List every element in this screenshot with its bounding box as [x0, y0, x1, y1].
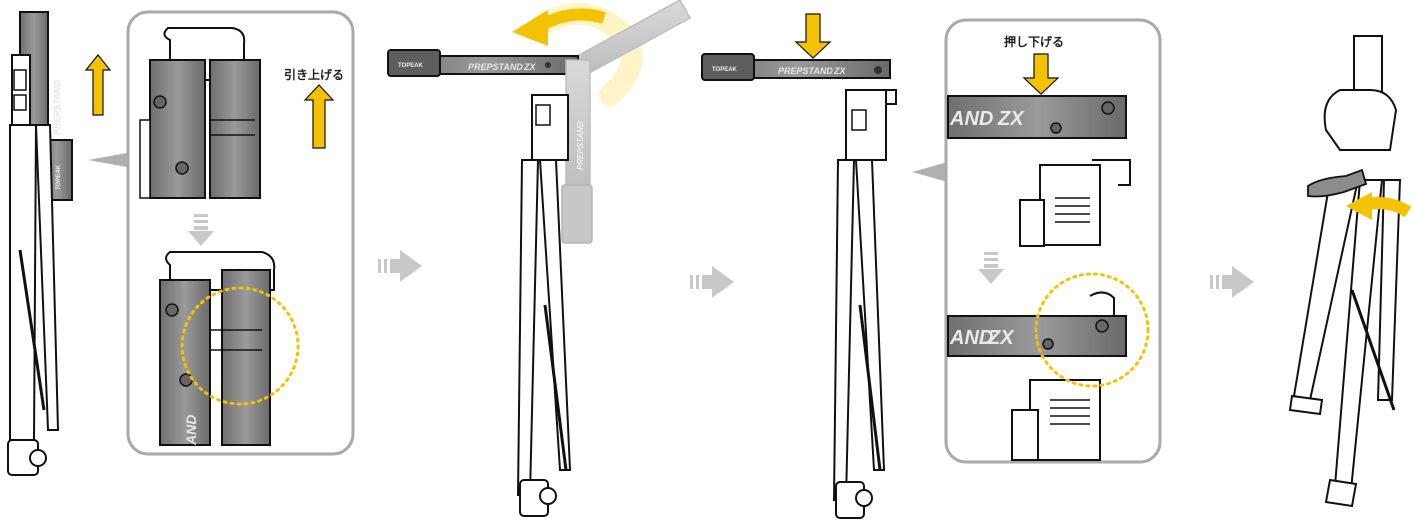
callout-pointer [88, 152, 132, 168]
step2-model-bold: PREPSTAND [468, 62, 523, 72]
closeup-model-text: AND [183, 415, 199, 446]
double-arrow-right-icon [378, 250, 422, 282]
closeup-before [139, 27, 261, 199]
double-arrow-right-icon [1210, 266, 1254, 298]
step3-push-down: TOPEAK PREPSTAND ZX [701, 13, 948, 519]
callout-pointer [912, 162, 948, 182]
arrow-up-icon [303, 84, 335, 149]
step2-brand-text: TOPEAK [398, 63, 424, 69]
highlight-circle [180, 286, 300, 406]
closeup-after: AND ZX [947, 272, 1150, 461]
step3-brand-text: TOPEAK [712, 67, 738, 73]
double-arrow-right-icon [690, 266, 734, 298]
arrow-up-icon [84, 54, 112, 116]
step2-ghost-model-text: PREPSTAND [576, 121, 585, 170]
step3-model-bold: PREPSTAND [778, 66, 833, 76]
step1-column-label: PREPSTAND [52, 80, 62, 135]
striped-arrow-down-icon [978, 252, 1004, 284]
striped-arrow-down-icon [188, 214, 214, 246]
curved-arrow-icon [1346, 192, 1412, 220]
step1-brand-text: TOPEAK [56, 164, 62, 190]
step2-rotate-arm: TOPEAK PREPSTAND ZX PREPSTAND [387, 0, 692, 517]
closeup-model-bold: AND [949, 108, 993, 130]
push-down-label: 押し下げる [1004, 34, 1064, 49]
pull-up-label: 引き上げる [284, 67, 344, 82]
step4-lock-lever [1288, 35, 1412, 508]
closeup-after: AND [159, 251, 300, 446]
detail-panel-pull: 引き上げる AND [126, 10, 355, 456]
arrow-down-icon [1022, 53, 1060, 95]
closeup-model-light-2: ZX [987, 327, 1015, 349]
highlight-circle [1034, 272, 1150, 388]
step1-model-text: PREPSTAND [52, 80, 62, 135]
closeup-model-bold-2: AND [949, 327, 993, 349]
step2-model-light: ZX [523, 62, 536, 72]
detail-panel-push: 押し下げる AND ZX AND ZX [944, 18, 1162, 464]
step3-model-light: ZX [833, 66, 846, 76]
closeup-before: AND ZX [947, 95, 1131, 247]
closeup-model-light: ZX [997, 108, 1025, 130]
arrow-down-icon [794, 13, 832, 59]
step1-folded-stand: PREPSTAND TOPEAK [7, 11, 132, 476]
